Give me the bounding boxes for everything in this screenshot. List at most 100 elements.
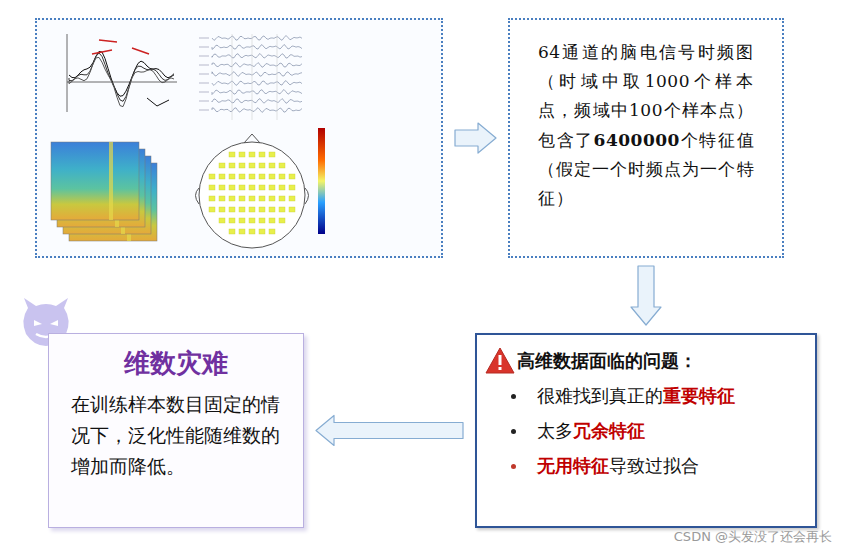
block-arrow: [631, 266, 661, 325]
electrode-plot: [279, 174, 285, 179]
channel-tick: [199, 38, 209, 39]
channel-tick: [199, 92, 209, 93]
channel-trace: [212, 72, 302, 77]
electrode-plot: [269, 207, 275, 212]
electrode-plot: [249, 163, 255, 168]
electrode-plot: [249, 218, 255, 223]
electrode-plot: [239, 229, 245, 234]
electrode-plot: [249, 229, 255, 234]
warning-bar: [499, 355, 502, 365]
electrode-plot: [269, 229, 275, 234]
erp-marker: [92, 40, 149, 54]
electrode-plot: [219, 163, 225, 168]
warning-dot: [499, 367, 502, 370]
electrode-plot: [249, 174, 255, 179]
electrode-plot: [269, 218, 275, 223]
colorbar: [318, 128, 325, 234]
erp-trace: [69, 53, 174, 101]
electrode-plot: [259, 207, 265, 212]
image-box: [35, 18, 443, 258]
bold-number: 6400000: [594, 130, 680, 150]
channel-trace: [212, 108, 302, 113]
electrode-plot: [239, 163, 245, 168]
electrode-plot: [279, 207, 285, 212]
electrode-plot: [259, 163, 265, 168]
electrode-plot: [249, 196, 255, 201]
grid-line: [252, 34, 253, 120]
electrode-plot: [209, 196, 215, 201]
channel-trace: [212, 81, 302, 86]
electrode-plot: [269, 185, 275, 190]
channel-tick: [199, 74, 209, 75]
description-text: 64通道的脑电信号时频图（时域中取1000个样本点，频域中100个样本点）包含了…: [538, 38, 754, 213]
bullet-item: 太多冗余特征: [477, 419, 815, 443]
grid-line: [232, 34, 233, 120]
electrode-plot: [289, 185, 295, 190]
channel-tick: [199, 65, 209, 66]
electrode-plot: [239, 152, 245, 157]
channel-tick: [199, 101, 209, 102]
electrode-plot: [279, 218, 285, 223]
heading: 维数灾难: [49, 346, 303, 381]
electrode-plot: [289, 207, 295, 212]
electrode-plot: [259, 185, 265, 190]
electrode-plot: [269, 174, 275, 179]
problem-box: 高维数据面临的问题： 很难找到真正的重要特征太多冗余特征无用特征导致过拟合: [475, 333, 817, 528]
electrode-plot: [229, 207, 235, 212]
spectrogram-band: [109, 142, 113, 220]
electrode-plot: [249, 207, 255, 212]
channel-trace: [212, 63, 302, 68]
electrode-plot: [249, 152, 255, 157]
electrode-plot: [219, 196, 225, 201]
electrode-plot: [259, 229, 265, 234]
electrode-plot: [209, 174, 215, 179]
eeg-illustration: [37, 20, 441, 256]
electrode-plot: [239, 207, 245, 212]
electrode-plot: [249, 185, 255, 190]
electrode-plot: [219, 185, 225, 190]
electrode-plot: [229, 185, 235, 190]
warning-triangle: [486, 348, 514, 373]
highlight: 无用特征: [537, 455, 609, 476]
electrode-plot: [279, 196, 285, 201]
electrode-plot: [229, 218, 235, 223]
erp-trace: [69, 57, 174, 106]
concept-box: 维数灾难在训练样本数目固定的情况下，泛化性能随维数的增加而降低。: [48, 333, 304, 528]
channel-trace: [212, 36, 302, 41]
channel-trace: [212, 45, 302, 50]
body-text: 在训练样本数目固定的情况下，泛化性能随维数的增加而降低。: [49, 389, 303, 481]
block-arrow: [455, 123, 496, 153]
electrode-plot: [229, 163, 235, 168]
electrode-plot: [269, 196, 275, 201]
channel-tick: [199, 56, 209, 57]
warning-icon: [485, 347, 515, 374]
highlight: 冗余特征: [573, 420, 645, 441]
bullet-item: 很难找到真正的重要特征: [477, 384, 815, 408]
electrode-plot: [209, 185, 215, 190]
erp-inset: [147, 98, 169, 106]
watermark: CSDN @头发没了还会再长: [674, 528, 832, 546]
channel-tick: [199, 110, 209, 111]
electrode-plot: [229, 229, 235, 234]
bullet-item: 无用特征导致过拟合: [477, 454, 815, 478]
electrode-plot: [219, 207, 225, 212]
channel-trace: [212, 99, 302, 104]
block-arrow: [316, 416, 463, 446]
head-nose: [244, 134, 260, 143]
electrode-plot: [229, 174, 235, 179]
head-outline: [199, 142, 305, 248]
heading: 高维数据面临的问题：: [477, 349, 815, 373]
electrode-plot: [259, 174, 265, 179]
channel-trace: [212, 54, 302, 59]
text-box: 64通道的脑电信号时频图（时域中取1000个样本点，频域中100个样本点）包含了…: [508, 18, 784, 258]
electrode-plot: [229, 152, 235, 157]
electrode-plot: [209, 207, 215, 212]
electrode-plot: [259, 196, 265, 201]
channel-tick: [199, 83, 209, 84]
highlight: 重要特征: [663, 385, 735, 406]
electrode-plot: [239, 196, 245, 201]
electrode-plot: [239, 174, 245, 179]
electrode-plot: [239, 185, 245, 190]
head-ears: [196, 188, 309, 204]
